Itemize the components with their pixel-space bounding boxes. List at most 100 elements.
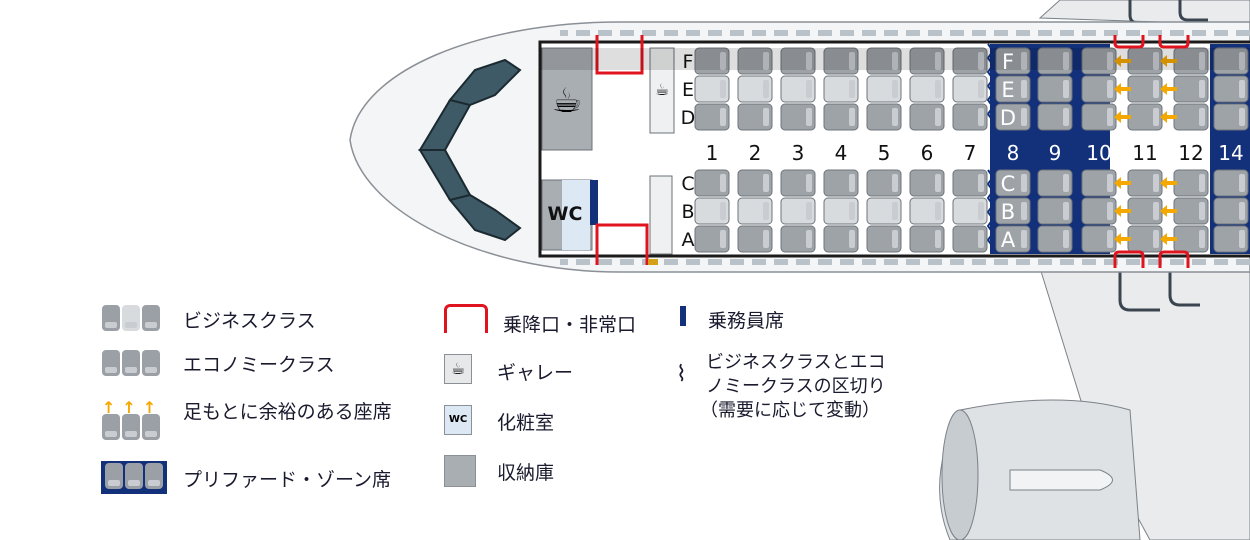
legend-exit: 乗降口・非常口 [503, 314, 637, 336]
armrest [763, 108, 769, 126]
seat-letter[interactable]: F [683, 51, 694, 73]
armrest [978, 202, 984, 220]
legend-divider-icon: ⌇ [676, 362, 687, 387]
exit-door [1113, 250, 1145, 268]
armrest [720, 52, 726, 70]
legend-crew-icon [680, 306, 686, 326]
row-number: 6 [921, 141, 934, 165]
galley-front [541, 47, 593, 151]
armrest [806, 52, 812, 70]
legend-galley-icon: ☕ [444, 354, 472, 384]
armrest [1021, 230, 1027, 248]
armrest [1199, 174, 1205, 192]
seat-letter[interactable]: B [1001, 200, 1015, 224]
armrest [1153, 108, 1159, 126]
galley-small [649, 47, 675, 134]
armrest [935, 202, 941, 220]
armrest [849, 202, 855, 220]
exit-door[interactable] [595, 35, 644, 75]
shadow-band [540, 48, 1250, 70]
seat-letter[interactable]: A [682, 229, 695, 251]
crew-seat [590, 180, 598, 225]
armrest [892, 202, 898, 220]
legend-business: ビジネスクラス [183, 310, 316, 332]
row-number: 9 [1049, 141, 1062, 165]
legend-divider-line2: ノミークラスの区切り [706, 376, 886, 397]
armrest [1107, 108, 1113, 126]
armrest [806, 230, 812, 248]
armrest [1239, 230, 1245, 248]
seat-letter[interactable]: D [1000, 106, 1016, 130]
cup-icon: ☕ [552, 81, 582, 121]
row-number: 5 [878, 141, 891, 165]
seat-letter[interactable]: F [1002, 50, 1014, 74]
legroom-arrow-icon [1114, 111, 1131, 123]
armrest [1107, 230, 1113, 248]
armrest [720, 174, 726, 192]
armrest [720, 80, 726, 98]
seat-letter[interactable]: E [1001, 78, 1014, 102]
wing-lower [939, 267, 1250, 540]
armrest [849, 230, 855, 248]
armrest [935, 80, 941, 98]
seat-letter[interactable]: A [1001, 228, 1016, 252]
armrest [1063, 108, 1069, 126]
armrest [978, 80, 984, 98]
armrest [720, 202, 726, 220]
legroom-arrow-icon [1114, 55, 1131, 67]
armrest [720, 108, 726, 126]
legend-storage-icon [444, 455, 476, 487]
seat-letter[interactable]: C [681, 173, 694, 195]
class-divider [986, 43, 995, 248]
armrest [935, 230, 941, 248]
armrest [1153, 230, 1159, 248]
armrest [1199, 230, 1205, 248]
legend-lavatory: 化粧室 [497, 412, 555, 434]
row-number: 7 [964, 141, 977, 165]
row-number: 11 [1132, 141, 1157, 165]
armrest [1153, 80, 1159, 98]
legend-legroom: 足もとに余裕のある座席 [183, 401, 392, 423]
exit-door [1113, 35, 1145, 49]
legend-storage: 収納庫 [497, 462, 555, 484]
armrest [978, 230, 984, 248]
armrest [935, 174, 941, 192]
armrest [978, 52, 984, 70]
armrest [1021, 108, 1027, 126]
armrest [892, 230, 898, 248]
row-number: 8 [1007, 141, 1020, 165]
armrest [1107, 174, 1113, 192]
armrest [1239, 108, 1245, 126]
exit-door[interactable] [595, 223, 649, 265]
armrest [1239, 202, 1245, 220]
legroom-arrow-icon [1114, 177, 1131, 189]
armrest [1239, 174, 1245, 192]
seat-letter[interactable]: B [681, 201, 694, 223]
exit-door [1158, 250, 1190, 268]
marker [648, 259, 658, 265]
armrest [1107, 52, 1113, 70]
armrest [1107, 80, 1113, 98]
exit-door [1158, 35, 1190, 49]
legroom-arrow-icon [1160, 205, 1177, 217]
legend-divider-line1: ビジネスクラスとエコ [706, 352, 886, 373]
legend-business-icon [102, 305, 162, 335]
armrest [1239, 52, 1245, 70]
legend-lavatory-icon: WC [444, 405, 472, 435]
legend-divider-line3: （需要に応じて変動） [700, 400, 880, 421]
armrest [978, 174, 984, 192]
seat-letter[interactable]: C [1001, 172, 1016, 196]
cockpit-windows [418, 58, 522, 242]
row-number: 3 [792, 141, 805, 165]
lavatory-inner [562, 180, 590, 250]
legend-exit-icon [444, 304, 488, 333]
legroom-arrow-icon [1114, 205, 1131, 217]
seat-letter[interactable]: D [681, 107, 696, 129]
legend-economy-icon [102, 350, 162, 380]
seat-letter[interactable]: E [682, 79, 694, 101]
armrest [1153, 202, 1159, 220]
legroom-arrow-icon [1160, 233, 1177, 245]
legend-galley: ギャレー [497, 362, 574, 384]
armrest [763, 230, 769, 248]
row-number: 14 [1218, 141, 1243, 165]
